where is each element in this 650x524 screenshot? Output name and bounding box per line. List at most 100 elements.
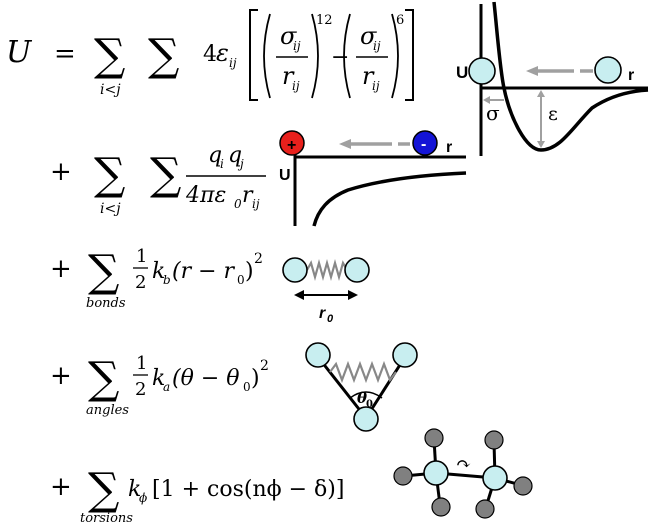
angle-spring	[329, 360, 397, 384]
angle-atom-center	[353, 406, 379, 432]
lennard-jones-term: U = ∑ i<j ∑ 4 ε ij σ ij r ij 12 − σ ij r…	[6, 9, 414, 101]
angle-k: k	[152, 366, 165, 391]
bond-sum: ∑	[88, 246, 119, 297]
lj-right-bracket	[405, 9, 414, 101]
lj-potential-plot: U r σ ε	[456, 1, 649, 156]
torsion-plus: +	[50, 472, 72, 502]
lj-epsilon-marker-head-top	[537, 90, 545, 97]
lj-r-1: r	[282, 62, 295, 90]
coulomb-q-i-subscript: i	[220, 157, 224, 171]
coulomb-r-label: r	[446, 139, 452, 156]
bond-atom-right	[344, 257, 370, 283]
lj-minus: −	[331, 45, 349, 70]
bond-exponent: 2	[254, 251, 263, 267]
torsion-atom-left	[423, 460, 449, 486]
angle-theta-label: θ	[357, 389, 367, 407]
lj-u-label: U	[456, 63, 468, 82]
coulomb-curve	[312, 171, 467, 227]
bond-term-subscript: 0	[237, 273, 245, 287]
lj-curve	[492, 1, 649, 152]
coulomb-sum-j: ∑	[150, 149, 181, 200]
negative-ion-sign: -	[421, 136, 426, 153]
bond-k: k	[152, 259, 165, 284]
lj-sigma-marker-head	[483, 96, 490, 104]
bond-length-arrowhead-left	[294, 290, 304, 300]
lj-epsilon-subscript: ij	[229, 56, 237, 70]
rotation-icon: ↷	[456, 454, 471, 475]
lj-exponent-12: 12	[316, 13, 333, 28]
bond-k-subscript: b	[163, 273, 171, 287]
bond-r0-label: r	[319, 305, 326, 322]
angle-half-denominator: 2	[135, 379, 146, 400]
negative-ion	[412, 130, 438, 156]
torsion-substituent-4	[484, 430, 504, 450]
lj-epsilon: ε	[216, 39, 229, 67]
torsion-term-body: [1 + cos(nϕ − δ)]	[152, 477, 344, 502]
torsion-k: k	[128, 477, 141, 502]
coulomb-term: + ∑ i<j ∑ q i q j 4πε 0 r ij	[50, 143, 266, 217]
coulomb-r-subscript: ij	[252, 197, 260, 211]
angle-half-numerator: 1	[136, 353, 147, 374]
bond-r0-subscript: 0	[327, 313, 334, 325]
angle-sum-subscript: angles	[86, 403, 129, 418]
lj-right-paren-1	[311, 13, 319, 99]
angle-term-subscript: 0	[243, 380, 251, 394]
angle-k-subscript: a	[163, 380, 170, 394]
torsion-substituent-3	[431, 497, 451, 517]
torsion-substituent-6	[475, 499, 495, 519]
coulomb-q-j: q	[228, 143, 242, 168]
angle-term-body: (θ − θ	[172, 366, 240, 391]
positive-ion	[279, 130, 305, 156]
coulomb-potential-plot: + - r U	[279, 130, 467, 227]
bond-half-denominator: 2	[135, 272, 146, 293]
angle-plus: +	[50, 361, 72, 391]
angle-arc	[349, 391, 383, 399]
angle-bond-left	[316, 356, 368, 419]
lj-left-paren-1	[263, 13, 271, 99]
lj-right-paren-2	[391, 13, 399, 99]
angle-term: + ∑ angles 1 2 k a (θ − θ 0 ) 2	[50, 353, 269, 418]
bond-diagram: r 0	[282, 257, 370, 325]
lj-left-bracket	[249, 9, 258, 101]
torsion-substituent-1	[424, 428, 444, 448]
lj-exponent-6: 6	[396, 13, 404, 28]
bond-length-arrowhead-right	[348, 290, 358, 300]
lj-atom-fixed	[468, 57, 496, 85]
angle-bond-right	[364, 356, 407, 419]
torsion-substituent-2	[393, 466, 413, 486]
bond-term: + ∑ bonds 1 2 k b (r − r 0 ) 2	[50, 246, 263, 311]
coulomb-denominator-subscript: 0	[234, 197, 242, 211]
angle-exponent: 2	[260, 358, 269, 374]
energy-symbol: U	[6, 35, 33, 70]
lj-coefficient: 4	[203, 42, 217, 67]
lj-sigma-label: σ	[486, 101, 500, 125]
angle-sum: ∑	[88, 353, 119, 404]
angle-theta-subscript: 0	[366, 399, 373, 410]
bond-plus: +	[50, 254, 72, 284]
lj-sigma-1: σ	[280, 22, 297, 50]
torsion-sum: ∑	[88, 464, 119, 515]
lj-sigma-2: σ	[360, 22, 377, 50]
lj-sigma-1-subscript: ij	[293, 39, 301, 53]
torsion-atom-right	[482, 465, 508, 491]
coulomb-sum-subscript: i<j	[100, 201, 121, 217]
lj-sigma-2-subscript: ij	[373, 39, 381, 53]
coulomb-sum-i: ∑	[94, 149, 125, 200]
angle-atom-left	[305, 342, 331, 368]
coulomb-q-i: q	[208, 143, 222, 168]
coulomb-plus: +	[50, 157, 72, 187]
lj-sum-i: ∑	[94, 30, 125, 81]
torsion-substituent-5	[513, 476, 533, 496]
lj-sum-subscript: i<j	[100, 82, 121, 98]
lj-r-label: r	[628, 67, 634, 84]
positive-ion-sign: +	[287, 137, 296, 154]
lj-epsilon-marker-head-bottom	[537, 141, 545, 148]
lj-r-1-subscript: ij	[292, 79, 300, 93]
coulomb-arrowhead	[339, 139, 351, 149]
torsion-sum-subscript: torsions	[80, 511, 133, 524]
bond-half-numerator: 1	[136, 246, 147, 267]
lj-r-2-subscript: ij	[372, 79, 380, 93]
lj-atom-moving	[594, 56, 622, 84]
lj-left-paren-2	[343, 13, 351, 99]
